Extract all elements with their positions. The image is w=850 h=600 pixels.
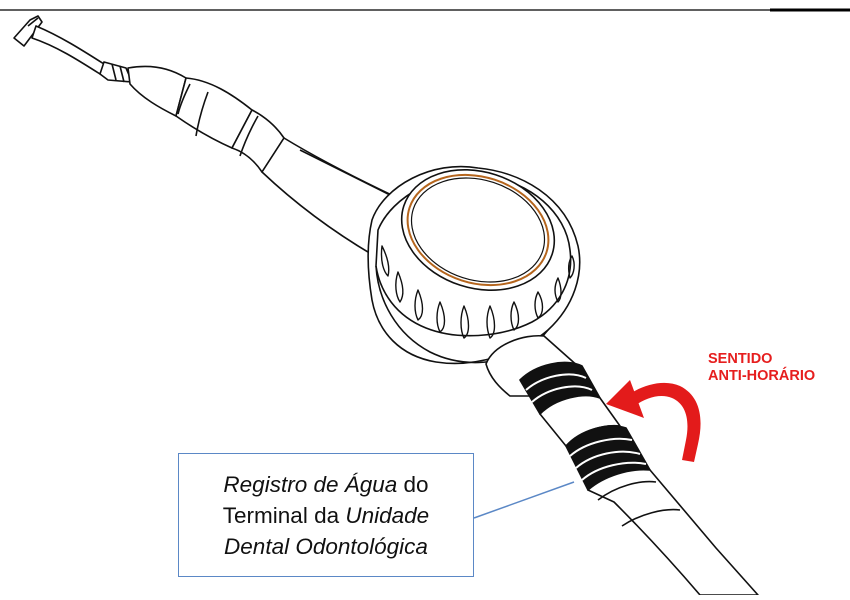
direction-label-line2: ANTI-HORÁRIO xyxy=(708,368,816,384)
direction-label-line1: SENTIDO xyxy=(708,351,773,367)
callout-leader-line xyxy=(473,481,575,519)
handpiece-drawing xyxy=(13,15,759,596)
callout-line3-italic: Dental Odontológica xyxy=(224,533,428,559)
callout-line2-italic: Unidade xyxy=(345,502,430,528)
callout-line1-normal: do xyxy=(397,471,429,497)
syringe-tip xyxy=(13,15,43,47)
callout-line2-normal: Terminal da xyxy=(222,502,346,528)
cable-sheath xyxy=(587,468,759,596)
callout-box: Registro de Água do Terminal da Unidade … xyxy=(178,453,474,577)
tip-ferrule xyxy=(99,61,133,83)
bezel-grip-notches xyxy=(380,245,575,339)
thin-tube xyxy=(31,25,105,75)
callout-text: Registro de Água do Terminal da Unidade … xyxy=(223,469,429,562)
callout-line1-italic: Registro de Água xyxy=(223,471,398,497)
counterclockwise-arrow-icon xyxy=(606,380,701,462)
rotation-direction-label: SENTIDO ANTI-HORÁRIO xyxy=(708,351,815,385)
